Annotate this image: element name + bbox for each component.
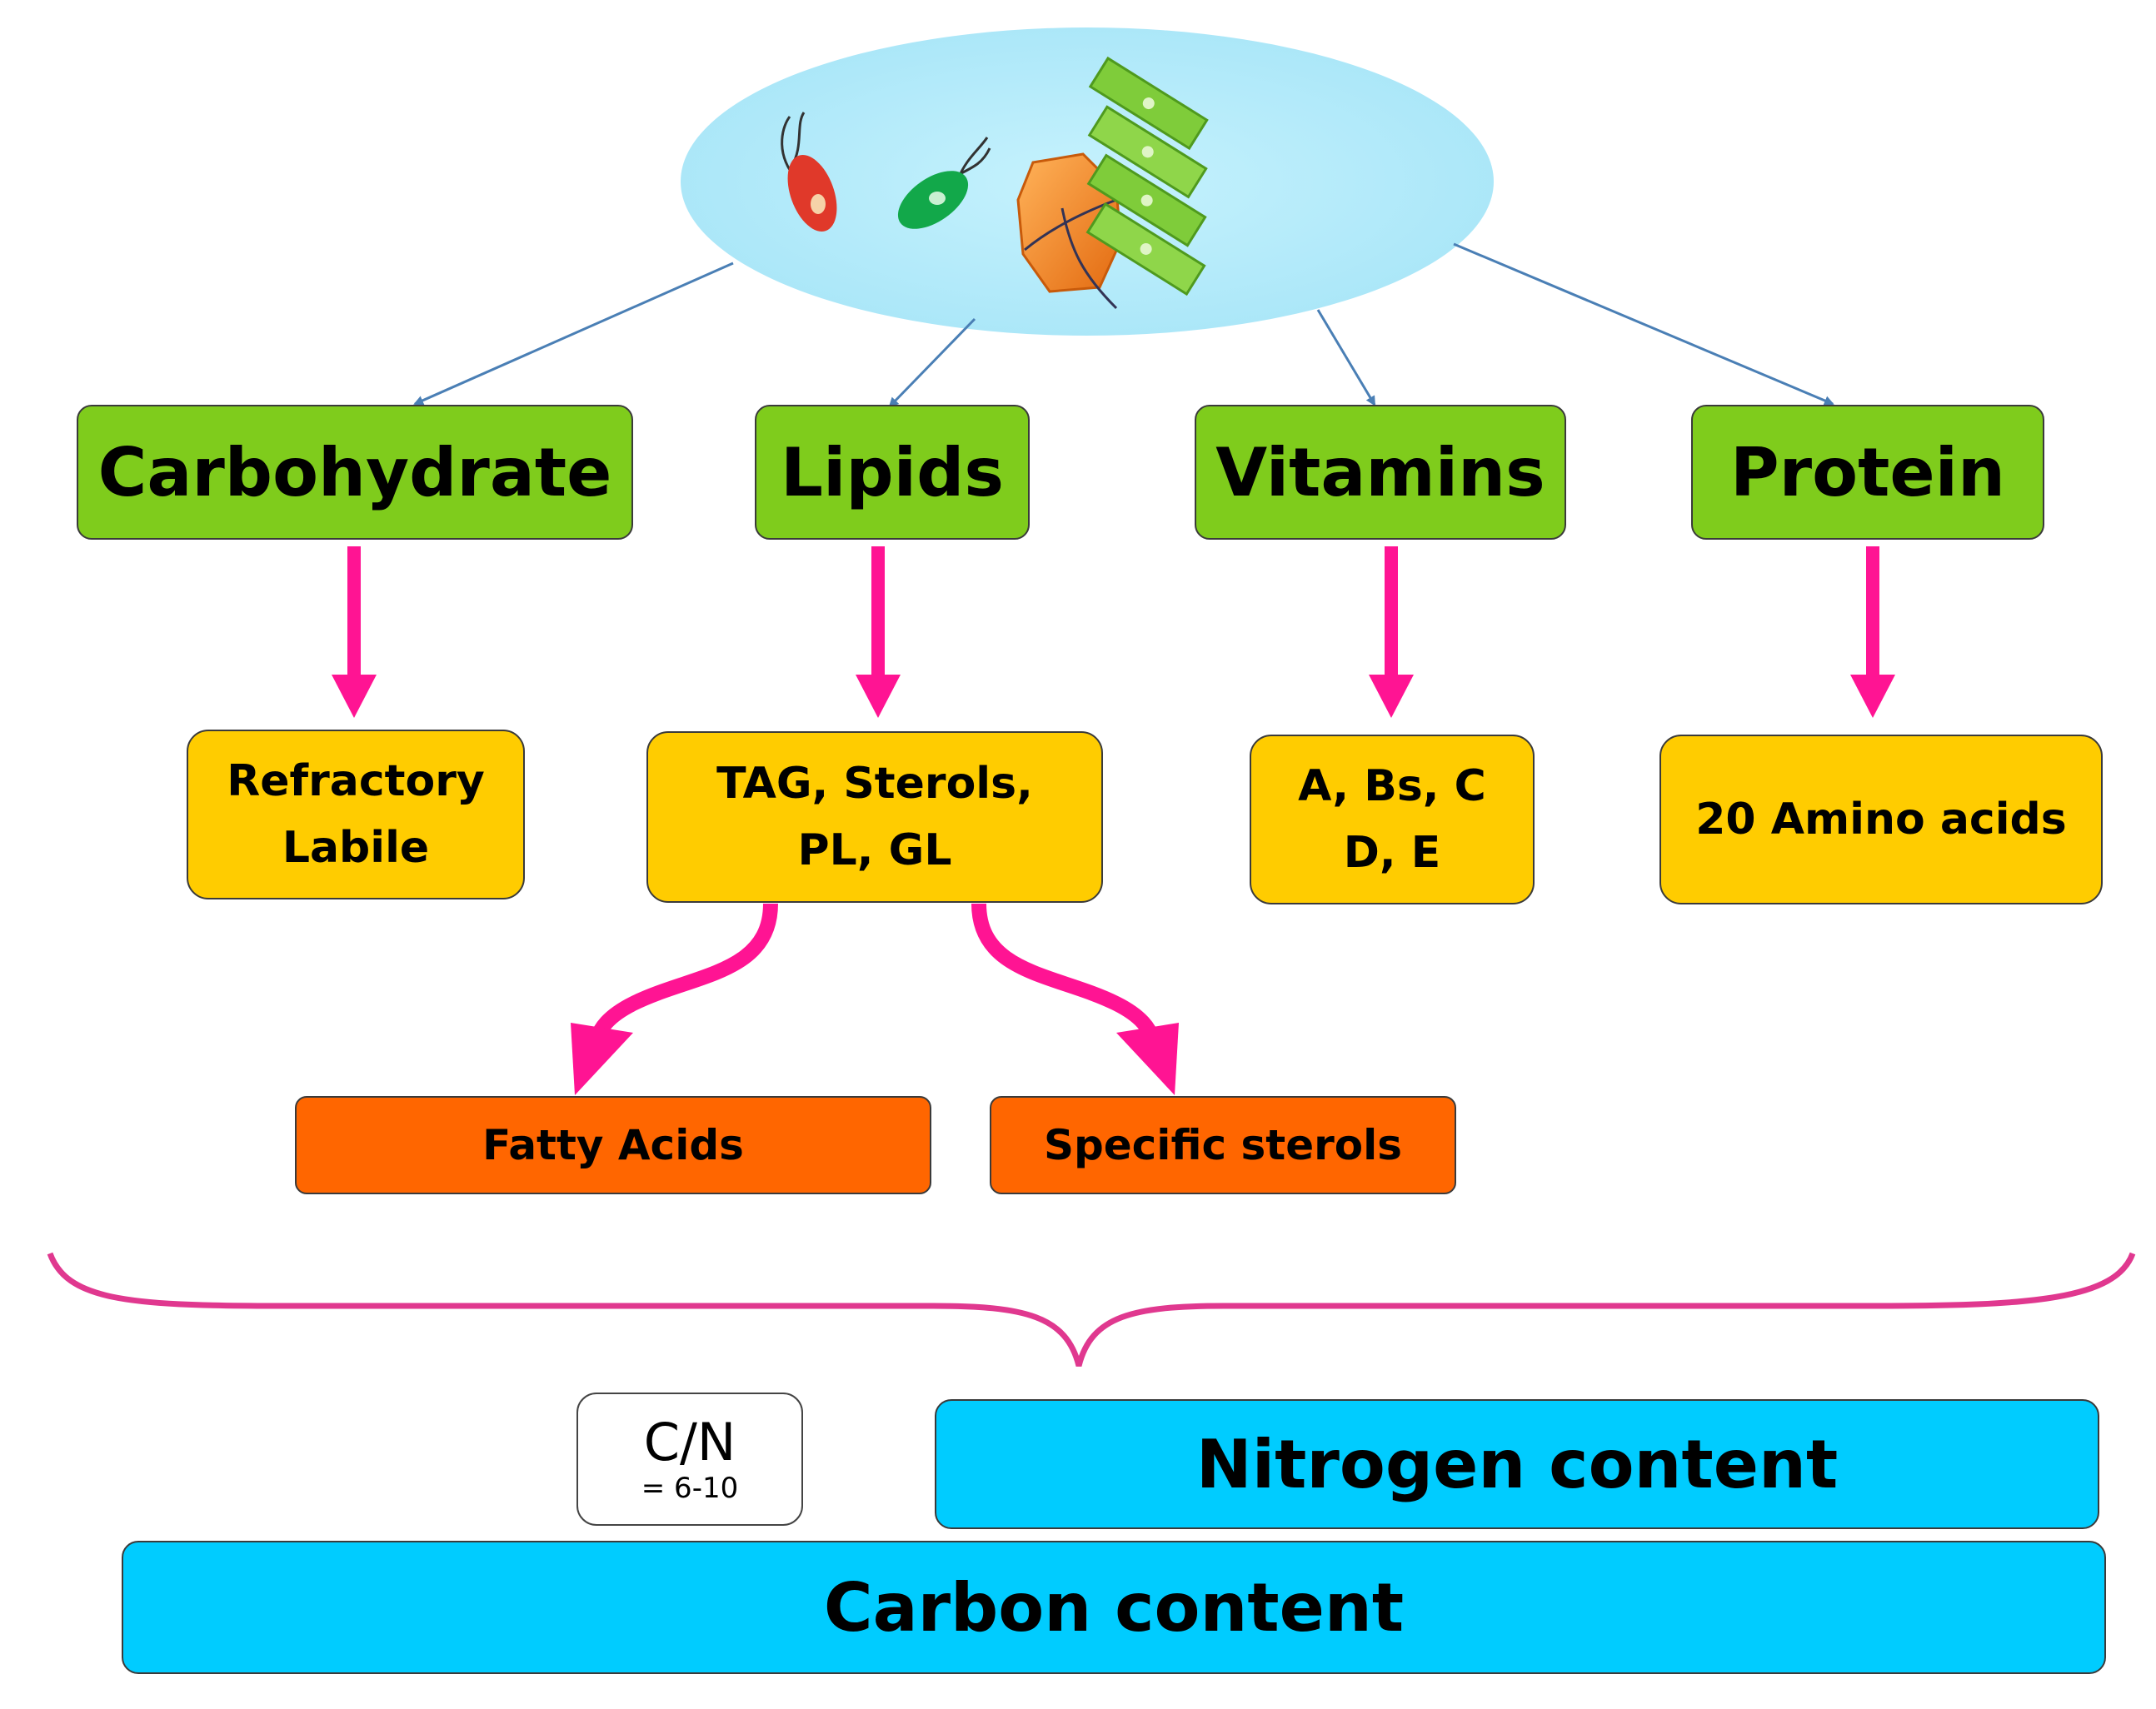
- magenta-curved-arrows: [571, 903, 1179, 1095]
- vitamins-label: Vitamins: [1215, 433, 1545, 511]
- protein-box: Protein: [1691, 405, 2044, 540]
- green-diatom-chain-icon: [1085, 56, 1209, 296]
- red-flagellate-icon: [781, 112, 837, 232]
- nitrogen-content-label: Nitrogen content: [1195, 1425, 1839, 1503]
- vitamins-detail-box: A, Bs, C D, E: [1250, 735, 1535, 904]
- magenta-arrows: [332, 546, 1895, 718]
- lipids-detail-line-1: TAG, Sterols,: [716, 759, 1033, 809]
- carbohydrate-label: Carbohydrate: [97, 433, 612, 511]
- carbon-content-label: Carbon content: [823, 1568, 1405, 1647]
- specific-sterols-label: Specific sterols: [1043, 1121, 1403, 1169]
- protein-label: Protein: [1730, 433, 2005, 511]
- nitrogen-content-bar: Nitrogen content: [935, 1399, 2099, 1529]
- fatty-acids-label: Fatty Acids: [482, 1121, 744, 1169]
- carbohydrate-detail-line-2: Labile: [282, 823, 430, 873]
- cn-ratio-box: C/N = 6-10: [576, 1393, 803, 1526]
- vitamins-box: Vitamins: [1195, 405, 1566, 540]
- fatty-acids-box: Fatty Acids: [295, 1096, 931, 1194]
- cn-ratio-label: C/N: [643, 1412, 736, 1472]
- carbon-content-bar: Carbon content: [122, 1541, 2106, 1674]
- lipids-detail-line-2: PL, GL: [797, 825, 952, 875]
- cn-ratio-value: = 6-10: [641, 1472, 739, 1505]
- green-flagellate-icon: [897, 137, 991, 229]
- carbohydrate-detail-box: Refractory Labile: [187, 730, 525, 899]
- protein-detail-label: 20 Amino acids: [1695, 795, 2067, 845]
- lipids-detail-box: TAG, Sterols, PL, GL: [646, 731, 1103, 903]
- carbohydrate-detail-line-1: Refractory: [227, 756, 485, 806]
- grouping-brace: [47, 1252, 2136, 1367]
- protein-detail-box: 20 Amino acids: [1659, 735, 2103, 904]
- vitamins-detail-line-2: D, E: [1343, 828, 1441, 878]
- lipids-label: Lipids: [781, 433, 1004, 511]
- lipids-box: Lipids: [755, 405, 1030, 540]
- carbohydrate-box: Carbohydrate: [77, 405, 633, 540]
- specific-sterols-box: Specific sterols: [990, 1096, 1456, 1194]
- thin-arrows: [413, 242, 1834, 408]
- vitamins-detail-line-1: A, Bs, C: [1298, 761, 1486, 811]
